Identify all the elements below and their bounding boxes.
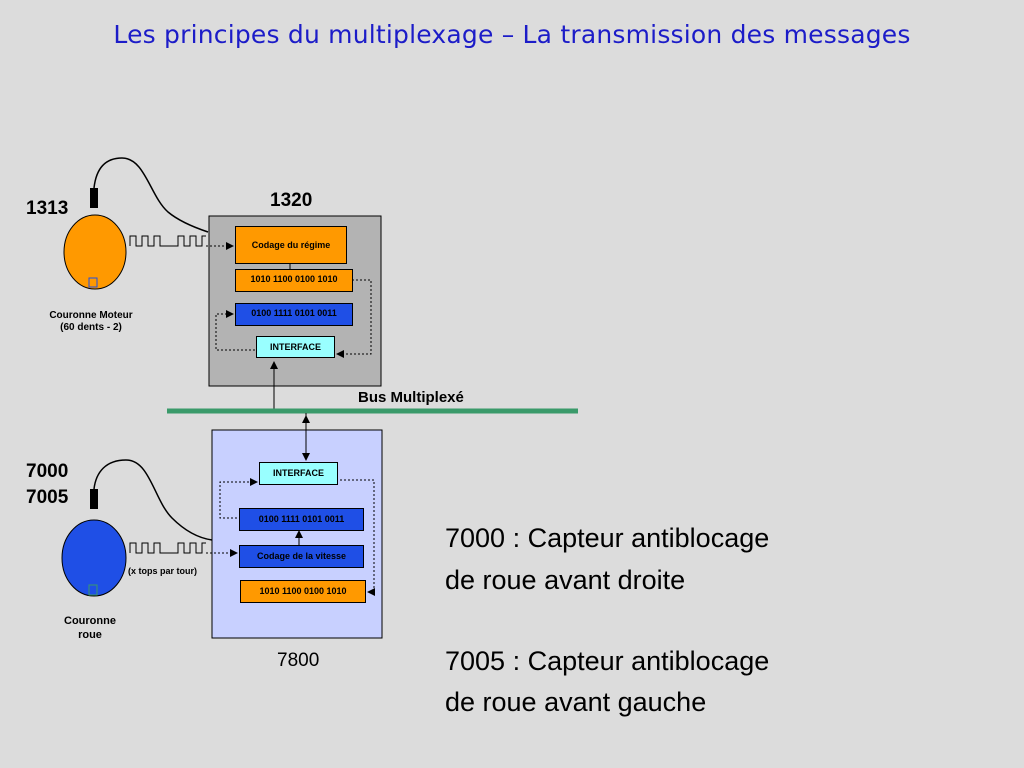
top-bits-box-2: 0100 1111 0101 0011	[235, 303, 353, 326]
top-bits-box-1: 1010 1100 0100 1010	[235, 269, 353, 292]
signal-wave-top	[129, 235, 206, 247]
ecu-1320-label: 1320	[270, 190, 313, 211]
bottom-bits-box-1: 0100 1111 0101 0011	[239, 508, 364, 531]
wheel-moteur-label: Couronne Moteur (60 dents - 2)	[49, 310, 133, 333]
loop-left-bottom	[219, 478, 258, 519]
tops-label: (x tops par tour)	[128, 566, 197, 576]
ecu-7800-label: 7800	[277, 650, 320, 671]
top-coding-box: Codage du régime	[235, 226, 347, 264]
loop-left-top	[215, 310, 255, 351]
wheel-moteur-marker	[88, 277, 98, 288]
bus-label: Bus Multiplexé	[358, 389, 464, 406]
bottom-interface-box: INTERFACE	[259, 462, 338, 485]
sensor-7000-icon	[90, 489, 98, 509]
note-7005-line1: 7005 : Capteur antiblocage	[445, 646, 770, 676]
bottom-coding-box: Codage de la vitesse	[239, 545, 364, 568]
wheel-roue-marker	[88, 584, 98, 596]
note-7000-line2: de roue avant droite	[445, 565, 686, 595]
loop-right-top	[336, 279, 372, 358]
sensor-7005-label: 7005	[26, 487, 69, 508]
bottom-bits-box-2: 1010 1100 0100 1010	[240, 580, 366, 603]
top-interface-box: INTERFACE	[256, 336, 335, 358]
sensor-1313-cable	[93, 157, 209, 233]
wheel-roue-label: Couronne roue	[64, 615, 116, 641]
sensor-7000-cable	[93, 459, 213, 541]
note-7000-line1: 7000 : Capteur antiblocage	[445, 523, 770, 553]
sensor-1313-label: 1313	[26, 198, 69, 219]
wheel-roue	[61, 519, 127, 597]
loop-right-bottom	[340, 479, 375, 596]
sensor-7000-label: 7000	[26, 461, 69, 482]
page-title: Les principes du multiplexage – La trans…	[113, 20, 911, 49]
signal-wave-bottom	[129, 542, 206, 554]
note-7005-line2: de roue avant gauche	[445, 687, 707, 717]
sensor-1313-icon	[90, 188, 98, 208]
wheel-moteur	[63, 214, 127, 290]
